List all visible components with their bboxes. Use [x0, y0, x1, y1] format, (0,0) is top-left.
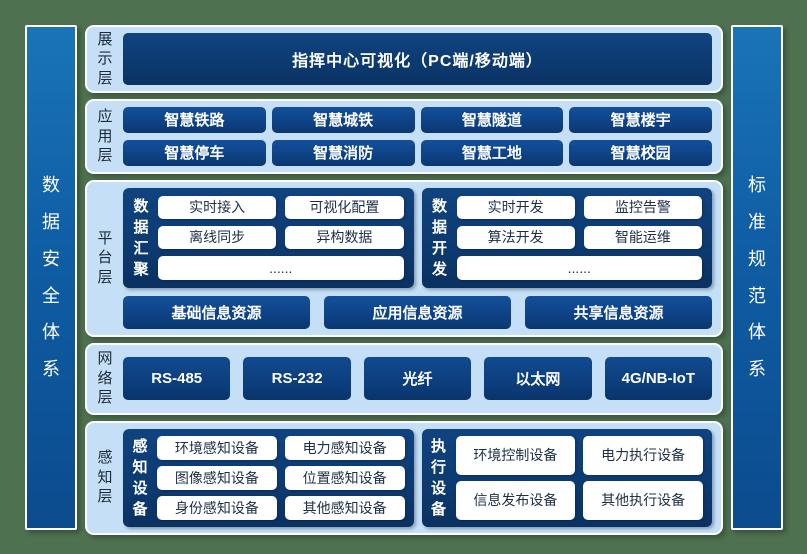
app-box-smart-tunnel: 智慧隧道 [420, 107, 564, 133]
device-identity-sensing: 身份感知设备 [157, 495, 277, 520]
item-aggregation-more: ...... [158, 256, 404, 280]
device-env-control: 环境控制设备 [455, 435, 576, 475]
standards-pillar: 标准规范体系 [731, 25, 783, 530]
device-other-sensing: 其他感知设备 [284, 495, 405, 520]
data-security-pillar-label: 数据安全体系 [41, 174, 60, 380]
command-center-box: 指挥中心可视化（PC端/移动端） [123, 33, 712, 85]
data-development-panel: 数据开发 实时开发 监控告警 算法开发 智能运维 ...... [421, 187, 712, 288]
device-location-sensing: 位置感知设备 [284, 465, 405, 490]
device-power-actuator: 电力执行设备 [583, 435, 703, 475]
network-row: RS-485 RS-232 光纤 以太网 4G/NB-IoT [123, 351, 713, 407]
layer-perception-label: 感知层 [97, 449, 113, 506]
item-visual-config: 可视化配置 [285, 195, 404, 219]
item-algorithm-dev: 算法开发 [456, 225, 575, 250]
platform-content: 数据汇聚 实时接入 可视化配置 离线同步 异构数据 ...... 数据开发 [123, 187, 712, 329]
network-box-ethernet: 以太网 [484, 357, 592, 400]
network-box-fiber: 光纤 [363, 357, 472, 400]
actuator-devices-grid: 环境控制设备 电力执行设备 信息发布设备 其他执行设备 [455, 435, 703, 520]
app-box-smart-parking: 智慧停车 [123, 139, 266, 166]
resource-basic-info: 基础信息资源 [123, 295, 310, 329]
sensing-devices-grid: 环境感知设备 电力感知设备 图像感知设备 位置感知设备 身份感知设备 其他感知设… [157, 435, 405, 520]
actuator-devices-panel: 执行设备 环境控制设备 电力执行设备 信息发布设备 其他执行设备 [421, 428, 712, 527]
item-realtime-dev: 实时开发 [456, 195, 575, 219]
data-aggregation-label: 数据汇聚 [133, 197, 149, 278]
device-image-sensing: 图像感知设备 [157, 465, 277, 490]
item-smart-ops: 智能运维 [583, 225, 702, 250]
data-security-pillar: 数据安全体系 [25, 25, 77, 530]
sensing-devices-label: 感知设备 [132, 437, 148, 518]
layer-application-label: 应用层 [97, 108, 113, 164]
item-offline-sync: 离线同步 [158, 225, 277, 250]
item-monitor-alert: 监控告警 [583, 195, 702, 219]
data-development-label: 数据开发 [431, 197, 447, 278]
standards-pillar-label: 标准规范体系 [747, 174, 766, 380]
app-box-smart-metro: 智慧城铁 [271, 107, 415, 133]
resource-shared-info: 共享信息资源 [525, 295, 712, 329]
layer-perception: 感知层 感知设备 环境感知设备 电力感知设备 图像感知设备 位置感知设备 身份感… [85, 420, 723, 535]
resource-app-info: 应用信息资源 [324, 295, 511, 329]
layer-platform-label: 平台层 [97, 229, 113, 286]
layer-platform: 平台层 数据汇聚 实时接入 可视化配置 离线同步 异构数据 ...... [85, 179, 723, 337]
layer-network: 网络层 RS-485 RS-232 光纤 以太网 4G/NB-IoT [85, 342, 723, 415]
device-env-sensing: 环境感知设备 [157, 435, 277, 460]
actuator-devices-label: 执行设备 [430, 437, 446, 518]
perception-row: 感知设备 环境感知设备 电力感知设备 图像感知设备 位置感知设备 身份感知设备 … [123, 428, 712, 527]
app-box-smart-fire: 智慧消防 [271, 139, 415, 166]
data-aggregation-grid: 实时接入 可视化配置 离线同步 异构数据 ...... [158, 195, 404, 280]
app-box-smart-site: 智慧工地 [420, 139, 564, 166]
network-box-4g-nbiot: 4G/NB-IoT [604, 357, 713, 400]
sensing-devices-panel: 感知设备 环境感知设备 电力感知设备 图像感知设备 位置感知设备 身份感知设备 … [123, 428, 414, 527]
layer-display-label: 展示层 [97, 30, 113, 87]
network-box-rs485: RS-485 [123, 357, 231, 400]
application-grid: 智慧铁路 智慧城铁 智慧隧道 智慧楼宇 智慧停车 智慧消防 智慧工地 智慧校园 [123, 107, 712, 166]
network-box-rs232: RS-232 [243, 357, 351, 400]
layer-display: 展示层 指挥中心可视化（PC端/移动端） [85, 25, 723, 93]
resources-row: 基础信息资源 应用信息资源 共享信息资源 [123, 295, 712, 329]
layers-column: 展示层 指挥中心可视化（PC端/移动端） 应用层 智慧铁路 智慧城铁 智慧隧道 … [85, 25, 723, 535]
data-development-grid: 实时开发 监控告警 算法开发 智能运维 ...... [456, 195, 702, 280]
item-development-more: ...... [456, 256, 702, 280]
app-box-smart-campus: 智慧校园 [569, 139, 712, 166]
device-other-actuator: 其他执行设备 [583, 480, 703, 520]
app-box-smart-building: 智慧楼宇 [569, 107, 712, 133]
device-power-sensing: 电力感知设备 [284, 435, 405, 460]
diagram-frame: 数据安全体系 展示层 指挥中心可视化（PC端/移动端） 应用层 智慧铁路 智慧城… [25, 25, 783, 535]
device-info-publish: 信息发布设备 [455, 480, 576, 520]
app-box-smart-railway: 智慧铁路 [123, 107, 266, 133]
data-aggregation-panel: 数据汇聚 实时接入 可视化配置 离线同步 异构数据 ...... [123, 187, 414, 288]
platform-groups-row: 数据汇聚 实时接入 可视化配置 离线同步 异构数据 ...... 数据开发 [123, 187, 712, 288]
item-heterogeneous-data: 异构数据 [285, 225, 404, 250]
layer-application: 应用层 智慧铁路 智慧城铁 智慧隧道 智慧楼宇 智慧停车 智慧消防 智慧工地 智… [85, 99, 723, 174]
item-realtime-access: 实时接入 [158, 195, 277, 219]
layer-network-label: 网络层 [97, 350, 113, 407]
